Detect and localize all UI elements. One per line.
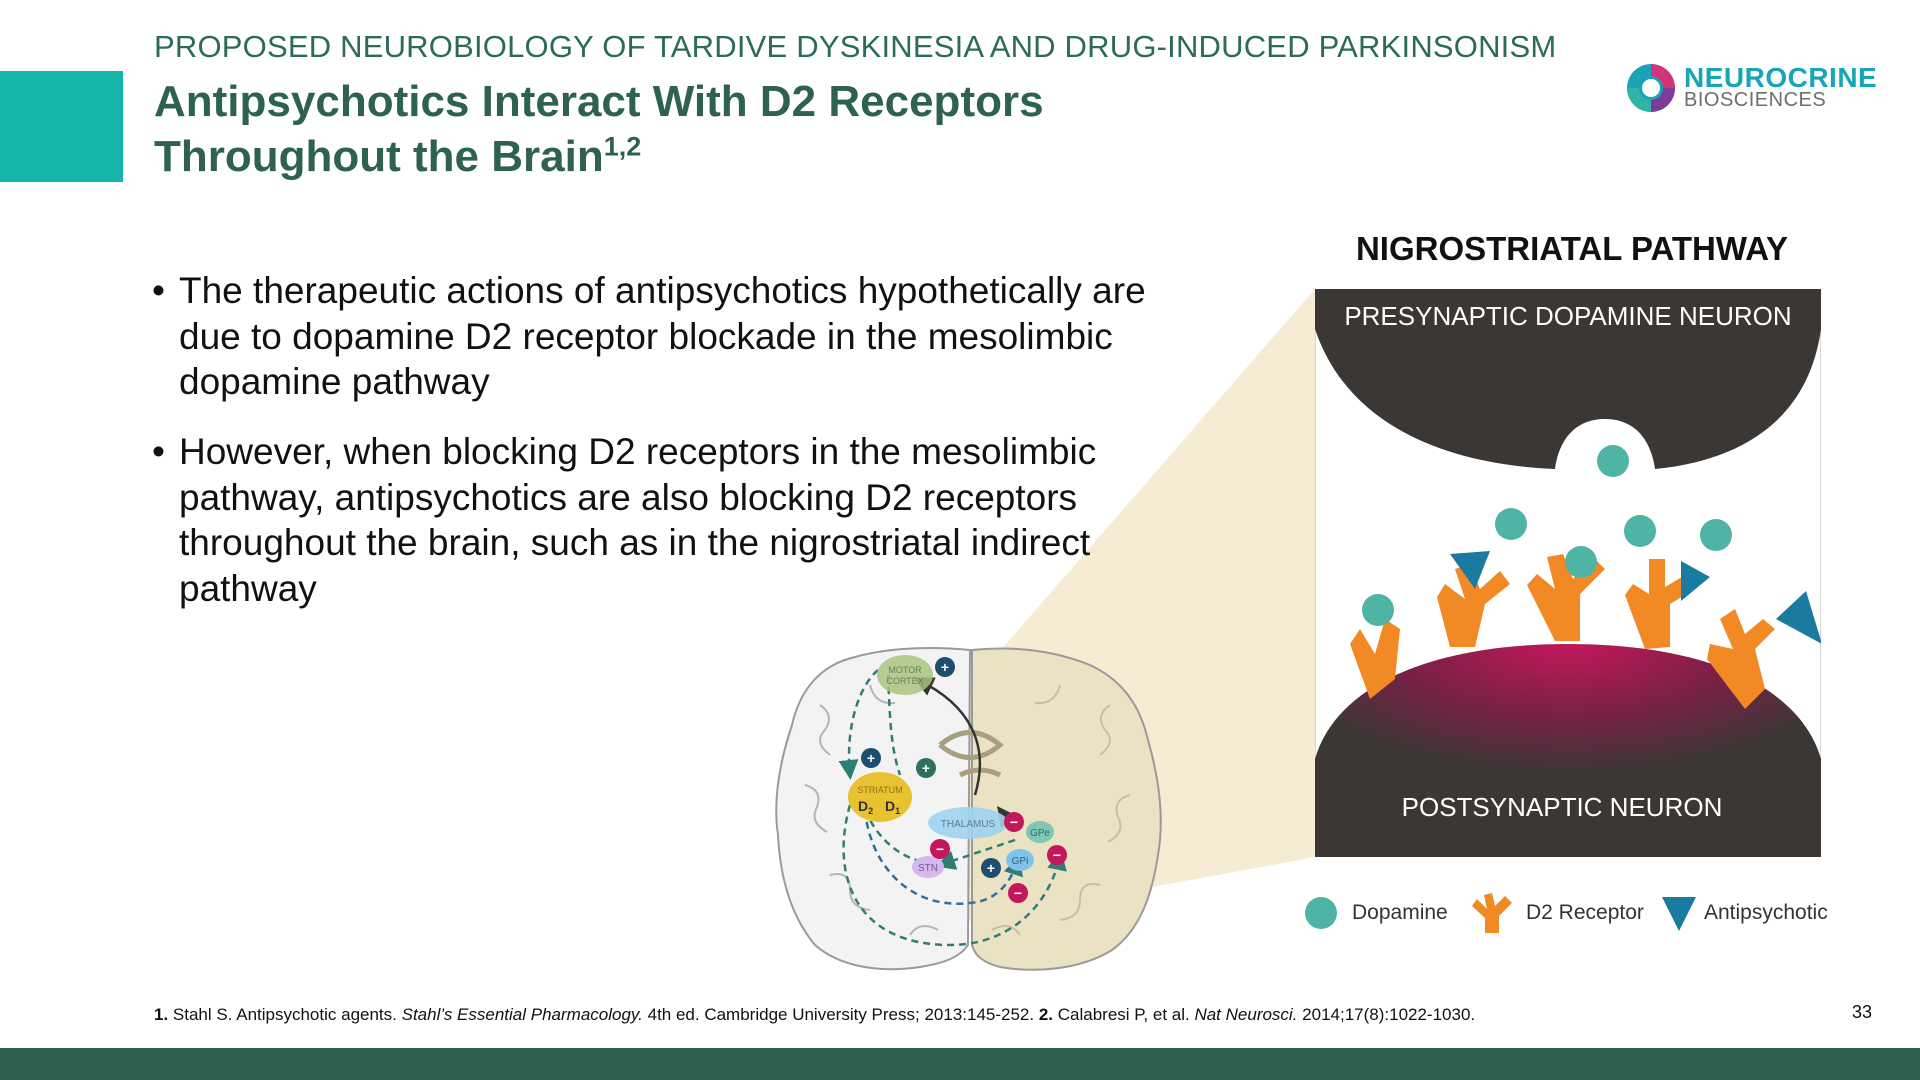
presynaptic-neuron (1315, 289, 1821, 469)
ref-2-rest: 2014;17(8):1022-1030. (1297, 1005, 1476, 1024)
svg-text:−: − (936, 841, 944, 857)
antipsychotic-icon (1662, 897, 1696, 931)
minus-badge: − (930, 839, 950, 859)
bullet-text: The therapeutic actions of antipsychotic… (179, 270, 1146, 402)
striatum-label: STRIATUM (857, 785, 902, 795)
d1-label: D1 (885, 798, 900, 816)
title-line-2-text: Throughout the Brain (154, 132, 604, 181)
gpe-label: GPe (1030, 828, 1050, 839)
bullet-item-2: • However, when blocking D2 receptors in… (152, 429, 1189, 611)
presynaptic-label: PRESYNAPTIC DOPAMINE NEURON (1344, 301, 1791, 331)
brain-circuit-diagram: MOTOR CORTEX STRIATUM D2 D1 THALAMUS STN… (775, 646, 1162, 971)
dopamine-icon (1565, 546, 1597, 578)
page-number: 33 (1852, 1002, 1873, 1022)
legend: Dopamine D2 Receptor Antipsychotic (1300, 893, 1860, 933)
d2-receptor-icon (1350, 619, 1400, 699)
thalamus-node (928, 807, 1008, 839)
d2-receptor-icon (1437, 564, 1510, 647)
dopamine-icon (1495, 508, 1527, 540)
thalamus-label: THALAMUS (941, 819, 996, 830)
bullet-text: However, when blocking D2 receptors in t… (179, 431, 1097, 609)
postsynaptic-label: POSTSYNAPTIC NEURON (1402, 792, 1723, 822)
stn-node (912, 856, 944, 878)
dopamine-molecules (1362, 445, 1732, 626)
motor-cortex-label-line-2: CORTEX (886, 676, 923, 686)
dopamine-icon (1700, 519, 1732, 551)
gpi-node (1006, 849, 1034, 871)
bullet-marker: • (152, 431, 165, 472)
svg-text:−: − (1010, 814, 1018, 830)
section-eyebrow: PROPOSED NEUROBIOLOGY OF TARDIVE DYSKINE… (154, 29, 1557, 64)
synapse-panel: PRESYNAPTIC DOPAMINE NEURON POSTSYNAPTIC… (1315, 289, 1821, 857)
minus-badge: − (1047, 845, 1067, 865)
legend-d2-receptor-label: D2 Receptor (1526, 901, 1644, 924)
minus-badge: − (1004, 812, 1024, 832)
company-logo: NEUROCRINE BIOSCIENCES (1625, 62, 1890, 118)
svg-text:+: + (867, 750, 875, 766)
motor-cortex-node (877, 655, 933, 695)
svg-text:−: − (1014, 885, 1022, 901)
ref-1-journal: Stahl’s Essential Pharmacology. (401, 1005, 643, 1024)
antipsychotic-icon (1450, 551, 1490, 589)
stn-label: STN (918, 863, 938, 874)
motor-cortex-label-line-1: MOTOR (888, 665, 922, 675)
plus-badge: + (861, 748, 881, 768)
logo-swirl-icon (1627, 64, 1675, 112)
svg-text:+: + (941, 659, 949, 675)
title-line-1: Antipsychotics Interact With D2 Receptor… (154, 77, 1044, 126)
gpe-node (1026, 821, 1054, 843)
accent-block (0, 71, 123, 182)
logo-subtitle: BIOSCIENCES (1684, 89, 1827, 111)
plus-badge: + (916, 758, 936, 778)
ref-1-rest: 4th ed. Cambridge University Press; 2013… (642, 1005, 1039, 1024)
legend-dopamine-label: Dopamine (1352, 901, 1448, 924)
gpi-label: GPi (1012, 856, 1029, 867)
plus-badge: + (981, 858, 1001, 878)
postsynaptic-neuron (1315, 644, 1821, 857)
dopamine-icon (1305, 897, 1337, 929)
ref-2-number: 2. (1038, 1005, 1054, 1024)
footer-bar (0, 1048, 1920, 1080)
plus-badge: + (935, 657, 955, 677)
d2-receptor-icon (1472, 893, 1512, 933)
d2-receptor-icon (1625, 559, 1695, 649)
dopamine-icon (1624, 515, 1656, 547)
ref-2-text: Calabresi P, et al. (1053, 1005, 1195, 1024)
brain-right-hemisphere (971, 647, 1162, 971)
legend-antipsychotic-label: Antipsychotic (1704, 901, 1828, 924)
panel-title: NIGROSTRIATAL PATHWAY (1355, 230, 1789, 267)
antipsychotic-icon (1681, 561, 1710, 601)
minus-badge: − (1008, 883, 1028, 903)
d2-receptor-icon (1707, 609, 1775, 709)
svg-text:−: − (1053, 847, 1061, 863)
page-title: Antipsychotics Interact With D2 Receptor… (154, 74, 1044, 184)
bullet-marker: • (152, 270, 165, 311)
striatum-node (848, 772, 912, 822)
ref-2-journal: Nat Neurosci. (1194, 1005, 1298, 1024)
logo-name: NEUROCRINE (1684, 62, 1878, 93)
dopamine-icon (1597, 445, 1629, 477)
references-footnote: 1. Stahl S. Antipsychotic agents. Stahl’… (154, 1005, 1475, 1025)
dopamine-icon (1362, 594, 1394, 626)
svg-text:+: + (922, 760, 930, 776)
antipsychotic-icon (1776, 591, 1821, 644)
ref-1-number: 1. (154, 1005, 169, 1024)
svg-text:+: + (987, 860, 995, 876)
title-superscript: 1,2 (603, 131, 642, 162)
bullet-item-1: • The therapeutic actions of antipsychot… (152, 268, 1189, 405)
d2-label: D2 (858, 798, 873, 816)
ref-1-text: Stahl S. Antipsychotic agents. (168, 1005, 402, 1024)
title-line-2: Throughout the Brain1,2 (154, 129, 1044, 184)
